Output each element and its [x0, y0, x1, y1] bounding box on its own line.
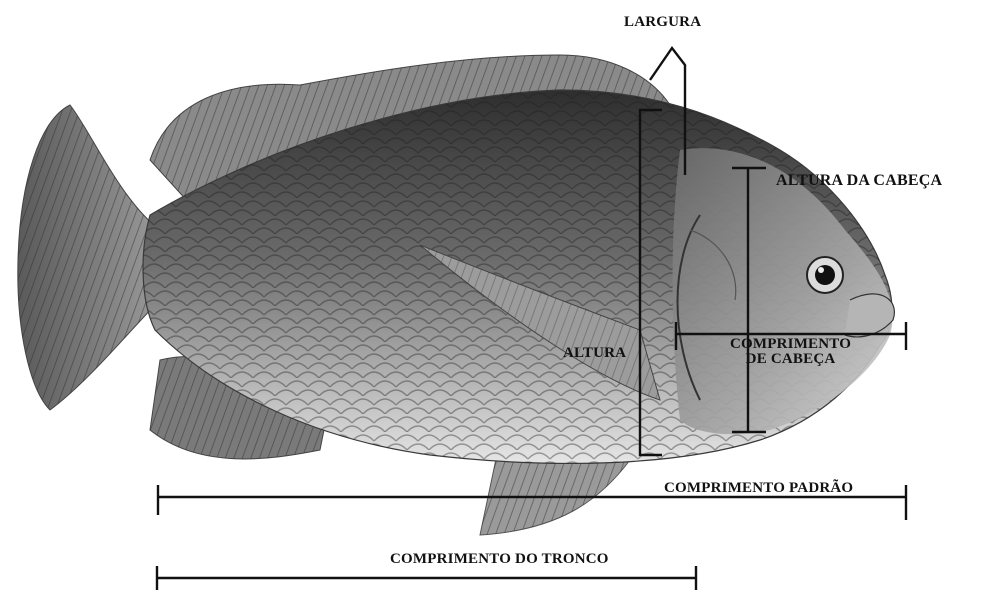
label-altura: ALTURA [563, 345, 626, 362]
label-comprimento-de-cabeca-line1: COMPRIMENTO [730, 337, 851, 352]
fish-head [673, 148, 893, 434]
label-comprimento-de-cabeca-line2: DE CABEÇA [730, 352, 851, 367]
label-comprimento-do-tronco: COMPRIMENTO DO TRONCO [390, 551, 609, 568]
label-comprimento-de-cabeca: COMPRIMENTO DE CABEÇA [730, 337, 851, 367]
label-altura-da-cabeca: ALTURA DA CABEÇA [776, 172, 942, 190]
label-largura: LARGURA [624, 14, 701, 31]
label-comprimento-padrao: COMPRIMENTO PADRÃO [664, 480, 853, 497]
